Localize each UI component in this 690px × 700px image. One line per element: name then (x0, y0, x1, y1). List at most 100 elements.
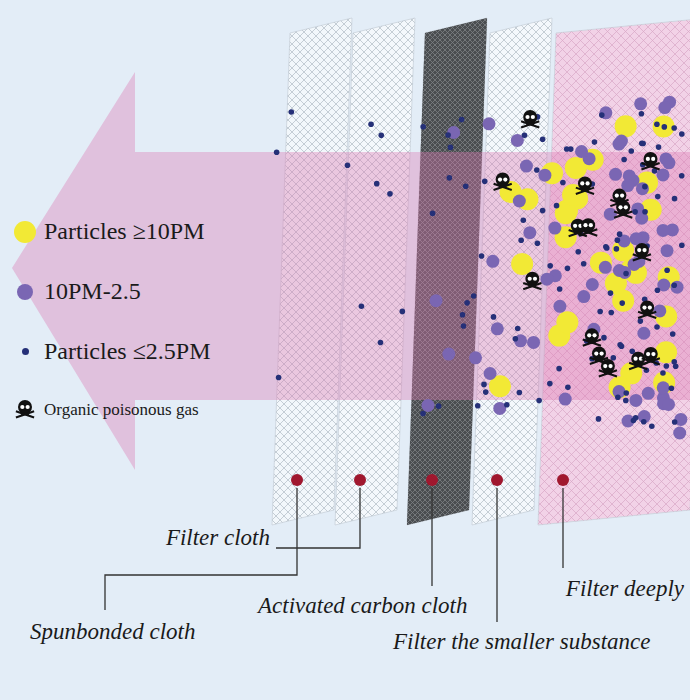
gas-skull (16, 400, 34, 418)
fine-particle (654, 121, 660, 127)
medium-particle (636, 182, 649, 195)
fine-particle (518, 237, 524, 243)
fine-particle (436, 403, 442, 409)
legend-skull (14, 398, 36, 422)
fine-particle (672, 419, 678, 425)
medium-particle (618, 266, 631, 279)
medium-particle (491, 322, 504, 335)
gas-skull (633, 243, 651, 261)
fine-particle (276, 375, 282, 381)
fine-particle (387, 191, 393, 197)
leader-line (105, 488, 297, 610)
medium-particle (483, 117, 496, 130)
legend-text: Particles ≥10PM (44, 218, 205, 245)
legend-swatch (14, 221, 36, 243)
large-particle (653, 115, 675, 137)
fine-particle (640, 141, 646, 147)
gas-skull (638, 301, 656, 319)
legend-swatch (17, 284, 33, 300)
fine-particle (368, 121, 374, 127)
legend-swatch (22, 348, 29, 355)
layer-marker (291, 474, 303, 486)
layer-marker (491, 474, 503, 486)
fine-particle (547, 381, 553, 387)
legend-text: Organic poisonous gas (44, 400, 199, 420)
fine-particle (649, 423, 655, 429)
fine-particle (623, 398, 629, 404)
fine-particle (611, 355, 617, 361)
layer-marker (426, 474, 438, 486)
fine-particle (639, 111, 645, 117)
fine-particle (289, 109, 295, 115)
fine-particle (460, 312, 466, 318)
medium-particle (634, 97, 647, 110)
medium-particle (486, 255, 499, 268)
legend-entry: Particles ≤2.5PM (14, 338, 211, 365)
fine-particle (597, 309, 603, 315)
layer-label: Activated carbon cloth (258, 592, 468, 620)
fine-particle (522, 133, 528, 139)
fine-particle (540, 136, 546, 142)
fine-particle (564, 146, 570, 152)
fine-particle (655, 287, 661, 293)
medium-particle (548, 222, 561, 235)
medium-particle (637, 327, 650, 340)
fine-particle (623, 271, 629, 277)
fine-particle (614, 246, 620, 252)
fine-particle (517, 390, 523, 396)
fine-particle (482, 179, 488, 185)
medium-particle (673, 427, 686, 440)
medium-particle (513, 194, 526, 207)
medium-particle (662, 156, 675, 169)
fine-particle (581, 261, 587, 267)
fine-particle (660, 370, 666, 376)
medium-particle (559, 393, 572, 406)
medium-particle (662, 398, 675, 411)
fine-particle (669, 386, 675, 392)
fine-particle (378, 340, 384, 346)
fine-particle (596, 416, 602, 422)
fine-particle (679, 242, 685, 248)
fine-particle (608, 290, 614, 296)
fine-particle (430, 211, 436, 217)
fine-particle (617, 342, 623, 348)
fine-particle (274, 149, 280, 155)
leader-line (562, 488, 563, 568)
fine-particle (565, 385, 571, 391)
large-particle (511, 253, 533, 275)
layer-marker (557, 474, 569, 486)
gas-skull (494, 173, 512, 191)
fine-particle (420, 124, 426, 130)
legend-entry: Particles ≥10PM (14, 218, 205, 245)
leader-line (431, 488, 432, 586)
medium-particle (653, 304, 666, 317)
fine-particle (459, 117, 465, 123)
fine-particle (671, 283, 677, 289)
fine-particle (617, 231, 623, 237)
fine-particle (481, 382, 487, 388)
medium-particle (657, 224, 670, 237)
fine-particle (628, 148, 634, 154)
fine-particle (615, 237, 621, 243)
airflow-arrow (12, 72, 690, 470)
legend-entry: Organic poisonous gas (14, 398, 199, 422)
fine-particle (400, 309, 406, 315)
large-particle (556, 311, 578, 333)
medium-particle (599, 261, 612, 274)
fine-particle (671, 125, 677, 131)
fine-particle (623, 390, 629, 396)
gas-skull (521, 110, 539, 128)
fine-particle (535, 240, 541, 246)
medium-particle (577, 290, 590, 303)
gas-skull (523, 272, 541, 290)
fine-particle (672, 196, 678, 202)
large-particle (590, 252, 612, 274)
gas-skull (576, 176, 594, 194)
gas-skull (641, 152, 659, 170)
fine-particle (671, 359, 677, 365)
fine-particle (547, 263, 553, 269)
medium-particle (609, 168, 622, 181)
medium-particle (527, 336, 540, 349)
fine-particle (464, 300, 470, 306)
fine-particle (615, 395, 621, 401)
